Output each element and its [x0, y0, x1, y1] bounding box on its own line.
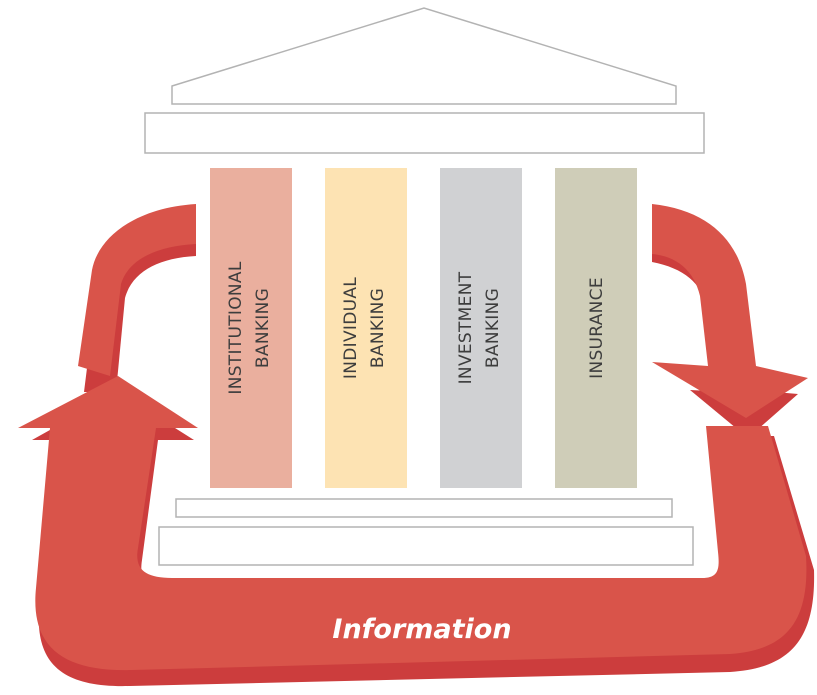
pillar-individual-banking-line2: BANKING [368, 288, 388, 368]
pillar-institutional-banking-line1: INSTITUTIONAL [226, 261, 246, 394]
bottom-u-arrow-face [18, 376, 807, 671]
pillar-institutional-banking-body [210, 168, 292, 488]
upper-right-arrow-face [652, 204, 808, 418]
information-label: Information [332, 614, 511, 645]
pillar-investment-banking: INVESTMENT BANKING [440, 168, 522, 488]
building-roof [171, 7, 677, 105]
pillar-investment-banking-line2: BANKING [483, 288, 503, 368]
pillar-insurance-body [555, 168, 637, 488]
pillar-investment-banking-body [440, 168, 522, 488]
pillar-individual-banking: INDIVIDUAL BANKING [325, 168, 407, 488]
bottom-u-arrow: Information [18, 376, 815, 687]
pillar-institutional-banking-line2: BANKING [253, 288, 273, 368]
upper-right-arrow [652, 204, 808, 438]
pillar-institutional-banking: INSTITUTIONAL BANKING [210, 168, 292, 488]
building-base-step-upper [175, 498, 673, 518]
pillar-individual-banking-line1: INDIVIDUAL [341, 277, 361, 379]
upper-left-arrow [78, 204, 196, 392]
pillar-investment-banking-line1: INVESTMENT [456, 271, 476, 384]
building-base-step-lower [158, 526, 694, 566]
pillar-insurance: INSURANCE [555, 168, 637, 488]
building-entablature [144, 112, 705, 154]
upper-left-arrow-face [78, 204, 196, 376]
pillar-individual-banking-body [325, 168, 407, 488]
pillar-insurance-label: INSURANCE [587, 277, 607, 379]
